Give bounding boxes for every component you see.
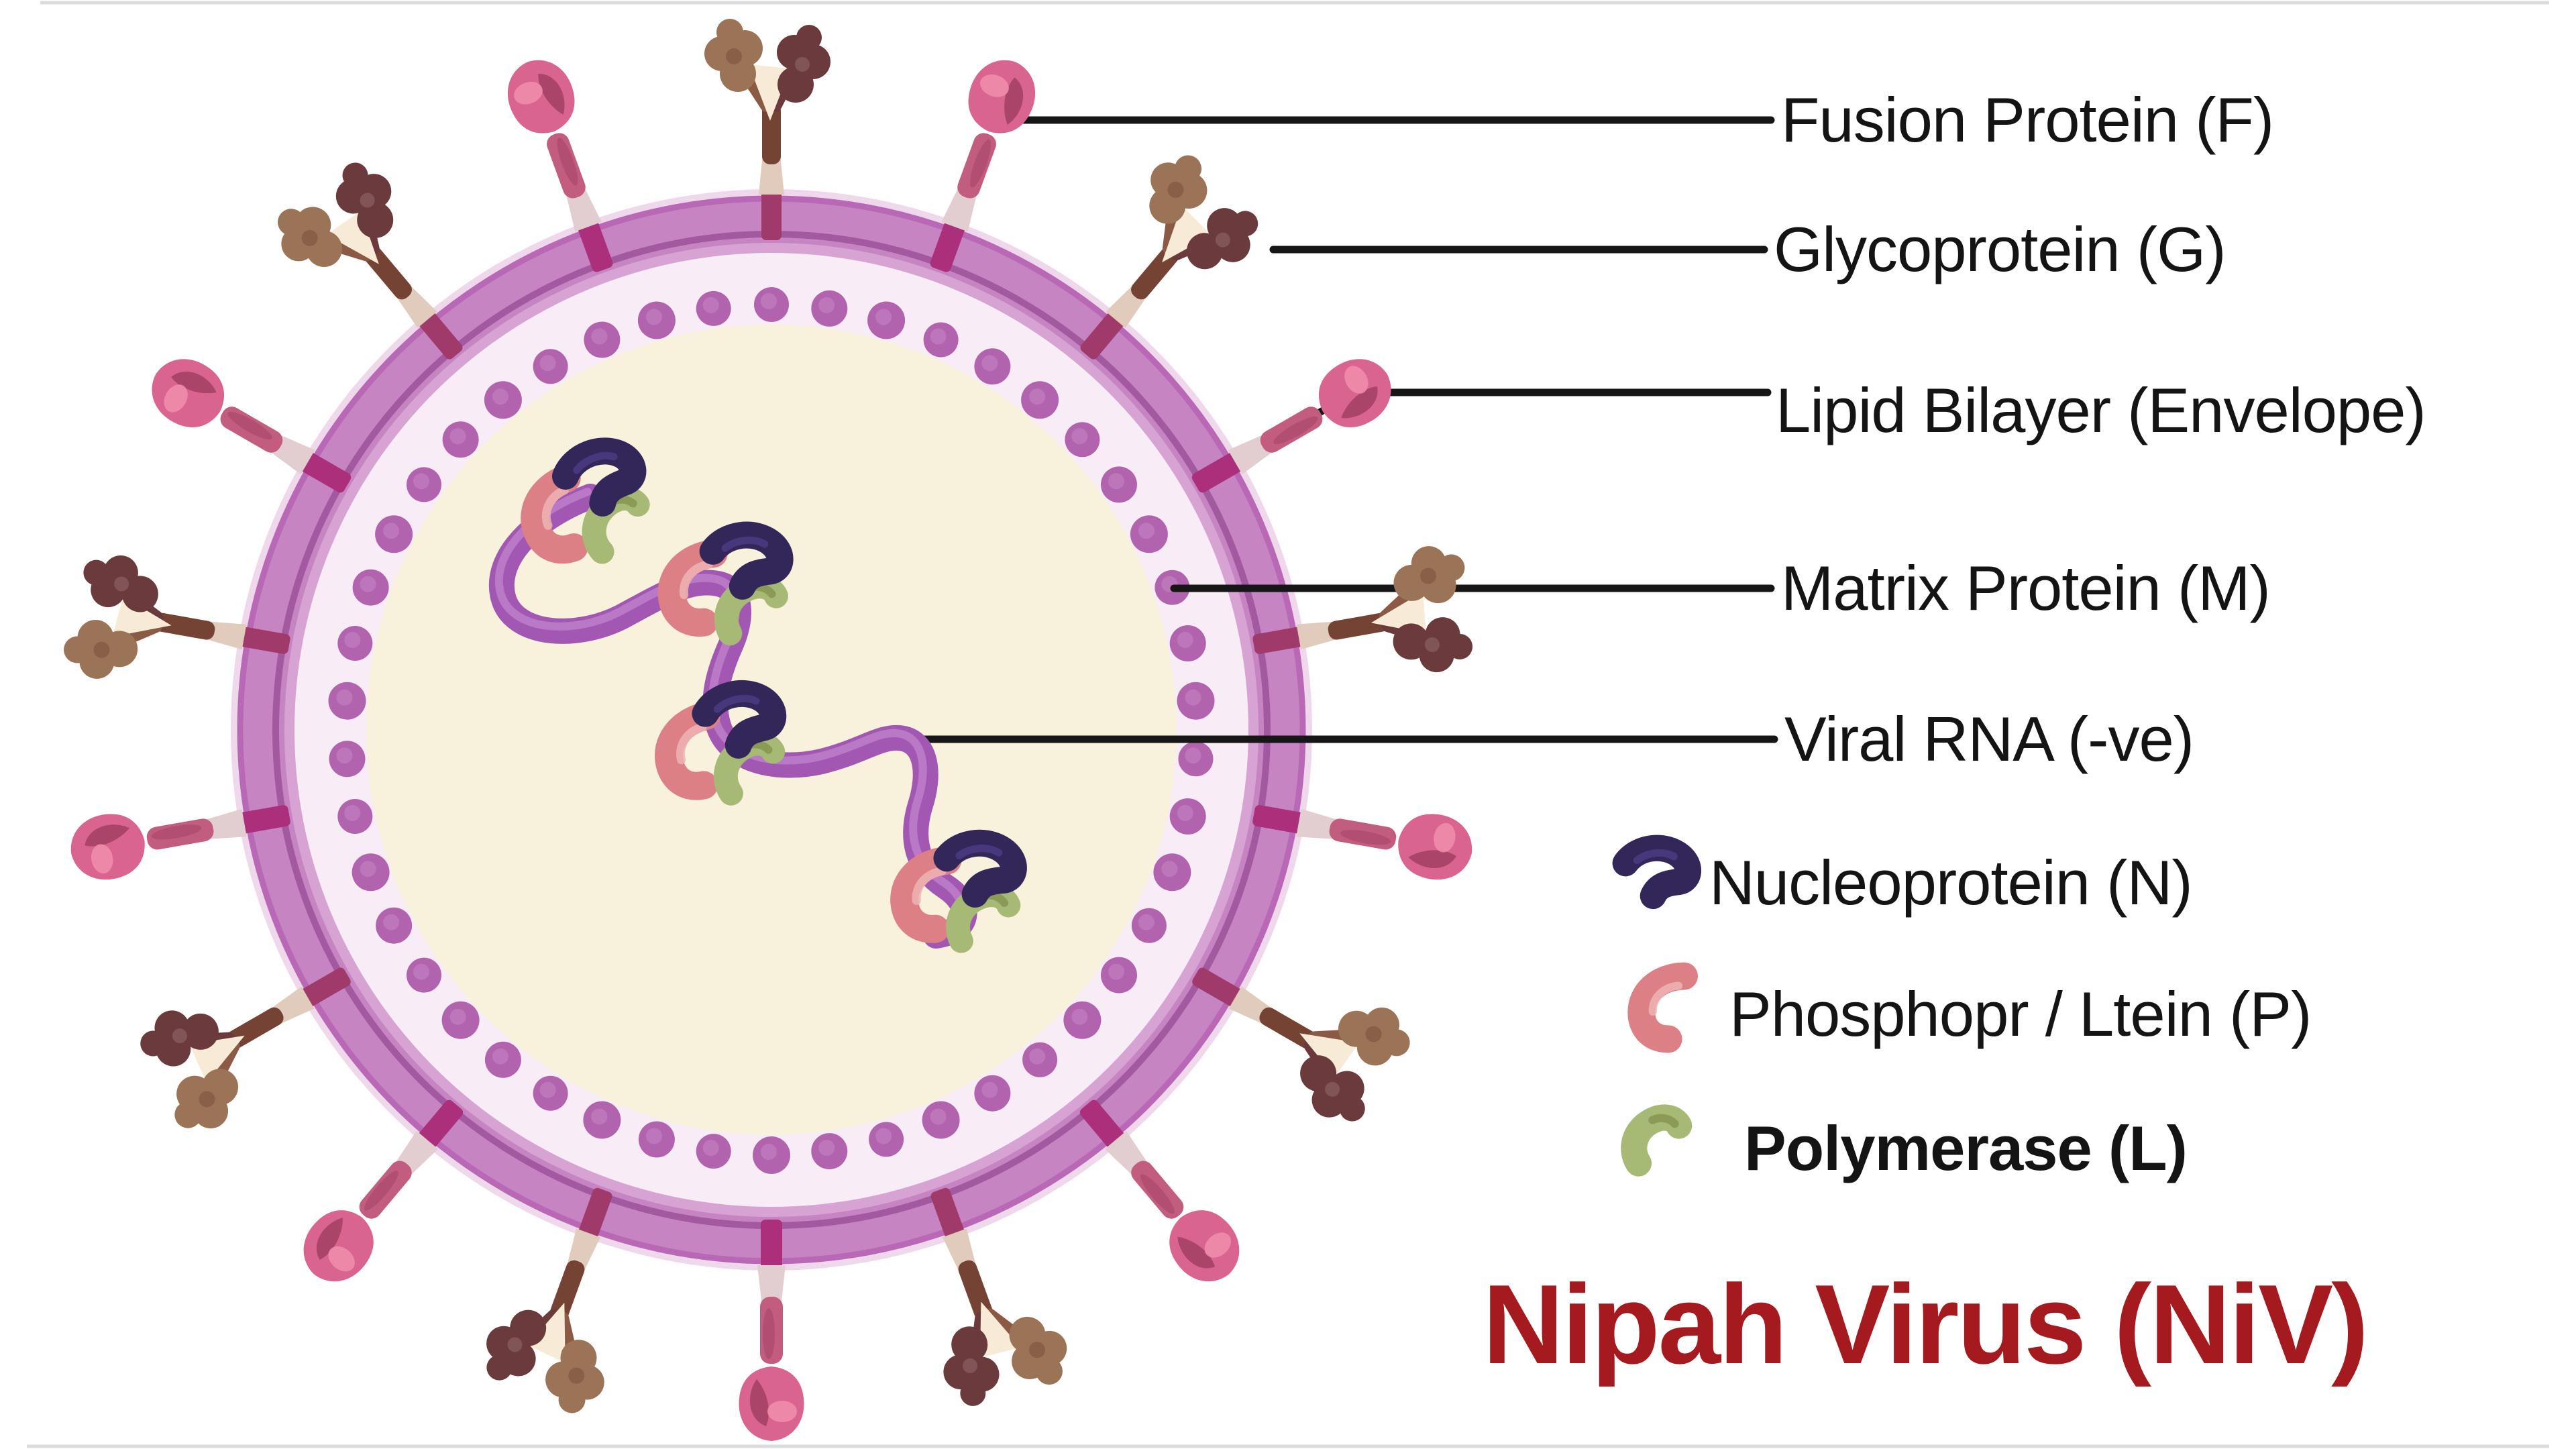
label-polymerase: Polymerase (L)	[1744, 1113, 2188, 1183]
fusion-protein-spike	[930, 60, 1035, 272]
phosphoprotein-icon	[1615, 959, 1716, 1053]
polymerase-icon	[1607, 1091, 1707, 1185]
label-viral-rna: Viral RNA (-ve)	[1784, 704, 2194, 774]
label-glycoprotein: Glycoprotein (G)	[1774, 214, 2226, 284]
fusion-protein-spike	[1079, 1099, 1240, 1282]
page-title: Nipah Virus (NiV)	[1483, 1261, 2369, 1387]
glycoprotein-spike	[1080, 155, 1258, 360]
fusion-protein-spike	[303, 1099, 464, 1282]
glycoprotein-spike	[140, 967, 351, 1129]
nucleoprotein-icon	[1605, 827, 1705, 921]
rnp-cluster	[657, 521, 794, 646]
rnp-cluster	[521, 437, 650, 564]
matrix-protein-ring	[328, 287, 1215, 1174]
glycoprotein-spike	[1192, 967, 1410, 1122]
fusion-protein-spike	[1252, 805, 1472, 880]
rnp-cluster	[655, 680, 787, 806]
fusion-protein-spike	[70, 805, 290, 880]
fusion-protein-spike	[152, 359, 352, 493]
glycoprotein-spike	[704, 19, 830, 240]
label-matrix-protein: Matrix Protein (M)	[1781, 553, 2271, 623]
rnp-cluster	[890, 829, 1027, 953]
glycoprotein-spike	[64, 555, 290, 679]
glycoprotein-spike	[278, 162, 463, 360]
glycoprotein-spike	[1252, 546, 1473, 673]
glycoprotein-spike	[930, 1187, 1067, 1406]
label-lipid-bilayer: Lipid Bilayer (Envelope)	[1776, 375, 2426, 445]
fusion-protein-spike	[739, 1220, 804, 1441]
label-nucleoprotein: Nucleoprotein (N)	[1709, 847, 2193, 918]
fusion-protein-spike	[508, 60, 613, 272]
glycoprotein-spike	[486, 1187, 612, 1413]
label-fusion-protein: Fusion Protein (F)	[1781, 85, 2274, 155]
fusion-protein-spike	[1191, 359, 1391, 493]
label-phosphoprotein: Phosphopr / Ltein (P)	[1729, 979, 2312, 1049]
